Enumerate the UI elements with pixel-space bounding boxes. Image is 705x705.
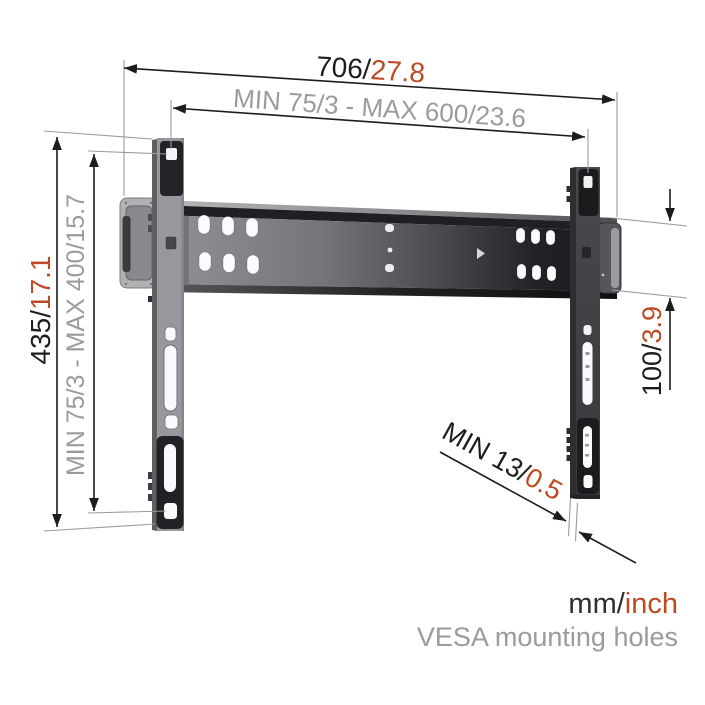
round-hole <box>583 325 592 335</box>
mounting-hole <box>221 216 235 236</box>
square-hole <box>582 247 591 258</box>
wall-rail <box>160 200 617 299</box>
bracket-teeth <box>566 186 572 461</box>
wall-clearance-line-left <box>439 451 567 522</box>
long-slot <box>163 344 178 412</box>
rail-holes-right <box>515 227 557 282</box>
overall-width-line <box>123 63 616 105</box>
bracket-side-edge <box>152 139 157 531</box>
cap-brand-strip <box>122 216 131 272</box>
hook-hole <box>166 148 177 160</box>
hook-slot <box>164 444 176 492</box>
right-tv-bracket <box>566 167 600 499</box>
mounting-hole <box>246 254 260 275</box>
centre-arrow-mark <box>477 248 485 259</box>
rail-holes-left <box>197 214 260 275</box>
dimension-lines <box>52 63 675 564</box>
mounting-hole <box>531 264 542 281</box>
mounting-hole <box>197 214 211 235</box>
hook-hole <box>583 176 593 188</box>
overall-height-dimension: 435/17.1 <box>25 256 56 365</box>
square-hole <box>165 236 177 250</box>
hook-slot <box>583 426 592 468</box>
wall-clearance-line-right <box>578 531 637 564</box>
hook-hole <box>164 503 177 519</box>
rail-centre-marks <box>385 224 485 272</box>
mounting-hole <box>530 228 541 245</box>
mounting-hole <box>545 229 556 246</box>
vesa-height-dimension: MIN 75/3 - MAX 400/15.7 <box>62 194 90 476</box>
extension-lines <box>43 60 688 542</box>
left-tv-bracket <box>148 138 189 531</box>
hook-hole <box>583 475 593 488</box>
centre-slot <box>385 264 394 272</box>
rail-top-band <box>160 205 617 231</box>
mounting-hole <box>245 217 259 238</box>
vesa-caption: VESA mounting holes <box>417 622 678 652</box>
mounting-hole <box>198 251 212 272</box>
long-slot <box>582 342 593 405</box>
units-label: mm/inch <box>568 588 678 620</box>
bracket-top-hook <box>160 141 183 196</box>
centre-slot <box>385 224 394 232</box>
vesa-width-line <box>172 104 586 141</box>
rail-height-dimension: 100/3.9 <box>637 306 667 396</box>
rail-bottom-edge <box>160 284 617 299</box>
mounting-hole <box>546 265 557 282</box>
centre-dot <box>387 247 393 253</box>
bracket-side-edge <box>570 167 576 499</box>
units-legend: mm/inch VESA mounting holes <box>417 588 678 652</box>
mounting-hole <box>515 227 526 244</box>
round-hole <box>164 326 177 342</box>
rail-top-lip <box>160 200 617 223</box>
rail-face <box>160 215 617 291</box>
overall-width-dimension: 706/27.8 <box>315 51 426 89</box>
left-end-cap <box>119 197 158 289</box>
round-hole <box>164 414 179 430</box>
vesa-width-dimension: MIN 75/3 - MAX 600/23.6 <box>232 83 527 133</box>
bracket-teeth <box>148 214 153 501</box>
mounting-hole <box>222 253 236 273</box>
right-end-cap <box>597 222 622 294</box>
mounting-hole <box>516 263 527 280</box>
